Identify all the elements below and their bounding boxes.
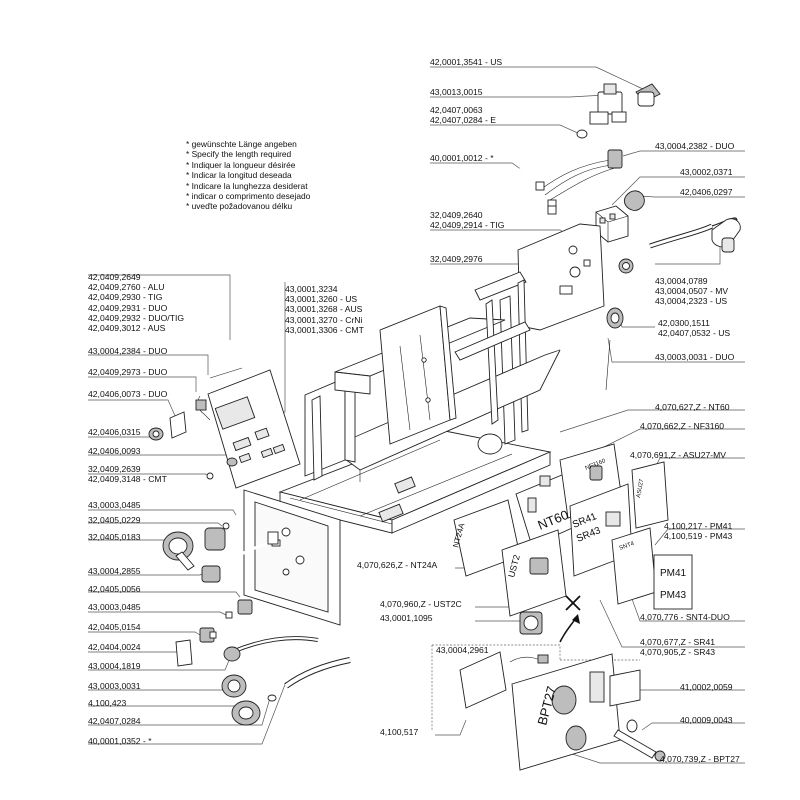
part-label: 43,0002,0371 — [680, 167, 733, 177]
small-connectors — [175, 599, 253, 667]
part-label: 42,0407,0284 — [88, 716, 141, 726]
part-label: 43,0003,0031 - DUO — [655, 352, 735, 362]
flat-cable — [195, 367, 243, 421]
part-label: 43,0003,0031 — [88, 681, 141, 691]
board-label-pm41: PM41 — [660, 568, 687, 579]
boards — [453, 443, 693, 643]
part-label: 32,0405,0229 — [88, 515, 141, 525]
knob — [623, 190, 645, 211]
bracket-duo — [169, 411, 187, 439]
bpt27-assembly — [459, 651, 666, 771]
part-label: 42,0406,0073 - DUO — [88, 389, 168, 399]
note-line: * Indicar la longitud deseada — [186, 170, 292, 181]
part-label: 4,070,776 - SNT4-DUO — [640, 612, 730, 622]
mains-cable-plug — [649, 217, 741, 253]
gas-hose-lower — [284, 657, 351, 689]
part-label: 43,0013,0015 — [430, 87, 483, 97]
part-label: 4,070,960,Z - UST2C — [380, 599, 462, 609]
control-cable — [223, 636, 319, 662]
part-label: 32,0405,0183 — [88, 532, 141, 542]
part-label: 43,0004,2855 — [88, 566, 141, 576]
front-panel-foil — [207, 369, 301, 489]
welding-socket-connector — [162, 522, 230, 571]
part-label: 4,070,626,Z - NT24A — [357, 560, 438, 570]
note-line: * gewünschte Länge angeben — [186, 139, 297, 149]
part-label: 42,0405,0154 — [88, 622, 141, 632]
part-label: 4,070,691,Z - ASU27-MV — [630, 450, 727, 460]
part-label: 40,0001,0352 - * — [88, 736, 152, 746]
part-label: 43,0004,2384 - DUO — [88, 346, 168, 356]
part-label: 4,100,423 — [88, 698, 127, 708]
knob-left — [148, 427, 238, 480]
board-label-pm43: PM43 — [660, 590, 687, 601]
part-label: 42,0406,0297 — [680, 187, 733, 197]
front-plate — [243, 489, 341, 626]
note-line: * Specify the length required — [186, 149, 292, 160]
part-label: 4,070,627,Z - NT60 — [655, 402, 730, 412]
part-label: 32,0409,2976 — [430, 254, 483, 264]
gland-duo — [605, 307, 624, 391]
part-label: 42,0409,2973 - DUO — [88, 367, 168, 377]
note-line: * Indicare la lunghezza desiderat — [186, 180, 308, 191]
board-label-snt4: SNT4 — [619, 541, 636, 552]
part-label: 42,0406,0315 — [88, 427, 141, 437]
chassis-frame — [278, 271, 561, 534]
strain-relief — [618, 258, 634, 274]
cable-harness-front — [201, 531, 279, 583]
gas-hose — [498, 140, 601, 213]
sockets-lower — [221, 674, 277, 726]
part-label: 43,0003,0485 — [88, 500, 141, 510]
part-label: 42,0001,3541 - US — [430, 57, 503, 67]
note-line: * uveďte požadovanou délku — [186, 201, 293, 212]
board-label-asu27: ASU27 — [636, 478, 645, 498]
part-label: 4,100,517 — [380, 727, 419, 737]
part-label: 43,0004,2382 - DUO — [655, 141, 735, 151]
part-label: 40,0001,0012 - * — [430, 153, 494, 163]
part-label: 43,0004,1819 — [88, 661, 141, 671]
part-label: 40,0009,0043 — [680, 715, 733, 725]
rear-panel — [517, 205, 605, 331]
cable-harness-duo — [535, 149, 623, 211]
part-label: 4,070,662,Z - NF3160 — [640, 421, 725, 431]
note-line: * Indiquer la longueur désirée — [186, 159, 296, 170]
length-note-block: * gewünschte Länge angeben * Specify the… — [186, 139, 310, 212]
note-line: * indicar o comprimento desejado — [186, 191, 311, 202]
solenoid-valve-assembly — [576, 83, 661, 139]
part-label: 42,0404,0024 — [88, 642, 141, 652]
part-label: 43,0001,1095 — [380, 613, 433, 623]
part-label: 43,0003,0485 — [88, 602, 141, 612]
part-label: 41,0002,0059 — [680, 682, 733, 692]
part-label: 4,070,739,Z - BPT27 — [660, 754, 740, 764]
part-label: 42,0405,0056 — [88, 584, 141, 594]
part-label: 43,0004,2961 — [436, 645, 489, 655]
part-label: 42,0406,0093 — [88, 446, 141, 456]
